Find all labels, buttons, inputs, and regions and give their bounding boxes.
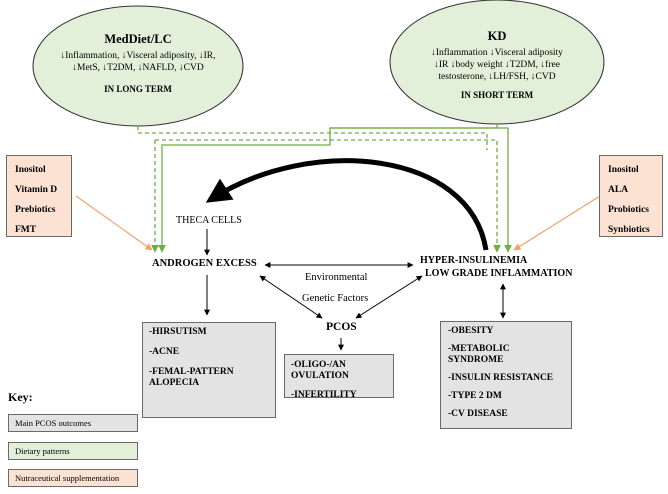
androgen-excess-label: ANDROGEN EXCESS	[152, 258, 257, 269]
nutra-right-item: Synbiotics	[608, 225, 650, 235]
theca-cells-label: THECA CELLS	[176, 215, 242, 226]
pcos-outcomes-list: -OLIGO-/AN OVULATION -INFERTILITY	[291, 360, 393, 401]
meddiet-term: IN LONG TERM	[104, 84, 172, 94]
kd-line-2: ↓IR ↓body weight ↓T2DM, ↓free	[434, 60, 560, 70]
nutraceutical-left-list: Inositol Vitamin D Prebiotics FMT	[15, 160, 71, 240]
outcome-item: -INFERTILITY	[291, 390, 357, 400]
androgen-outcomes-box: -HIRSUTISM -ACNE -FEMAL-PATTERN ALOPECIA	[142, 322, 276, 418]
meddiet-line-2: ↓MetS, ↓T2DM, ↓NAFLD, ↓CVD	[72, 63, 204, 73]
nutraceutical-right-box: Inositol ALA Probiotics Synbiotics	[599, 155, 663, 237]
kd-connectors	[158, 124, 512, 253]
hyperinsulinemia-label: HYPER-INSULINEMIA	[420, 255, 528, 266]
kd-title: KD	[487, 29, 507, 43]
nutra-left-item: Prebiotics	[15, 205, 56, 215]
nutra-left-item: Inositol	[15, 165, 46, 175]
outcome-item: -TYPE 2 DM	[448, 391, 502, 401]
outcome-item: -FEMAL-PATTERN ALOPECIA	[149, 367, 234, 388]
nutra-left-arrow	[75, 195, 153, 251]
pcos-label: PCOS	[326, 321, 357, 333]
nutraceutical-left-box: Inositol Vitamin D Prebiotics FMT	[6, 155, 72, 237]
key-title: Key:	[8, 390, 33, 404]
nutra-right-item: Probiotics	[608, 205, 649, 215]
key-nutraceutical: Nutraceutical supplementation	[8, 469, 138, 487]
nutra-left-item: FMT	[15, 225, 37, 235]
hyperinsulinemia-to-theca-arrow	[205, 158, 489, 251]
key-dietary: Dietary patterns	[8, 442, 138, 460]
meddiet-connectors	[137, 126, 501, 253]
nutra-right-item: ALA	[608, 185, 629, 195]
kd-line-1: ↓Inflammation ↓Visceral adiposity	[431, 48, 563, 58]
meddiet-title: MedDiet/LC	[104, 32, 172, 46]
nutra-right-item: Inositol	[608, 165, 639, 175]
outcome-item: -HIRSUTISM	[149, 327, 207, 337]
outcome-item: -OBESITY	[448, 326, 494, 336]
low-grade-inflammation-label: LOW GRADE INFLAMMATION	[425, 268, 573, 279]
meddiet-text: MedDiet/LC ↓Inflammation, ↓Visceral adip…	[42, 33, 234, 95]
nutra-right-arrow	[513, 195, 601, 251]
outcome-item: -INSULIN RESISTANCE	[448, 373, 554, 383]
nutra-left-item: Vitamin D	[15, 185, 58, 195]
genetic-factors-label: Genetic Factors	[302, 293, 369, 304]
key-outcomes: Main PCOS outcomes	[8, 414, 138, 432]
metabolic-outcomes-box: -OBESITY -METABOLIC SYNDROME -INSULIN RE…	[440, 321, 572, 429]
outcome-item: -CV DISEASE	[448, 409, 508, 419]
kd-term: IN SHORT TERM	[460, 90, 534, 100]
meddiet-line-1: ↓Inflammation, ↓Visceral adiposity, ↓IR,	[60, 51, 216, 61]
kd-text: KD ↓Inflammation ↓Visceral adiposity ↓IR…	[404, 30, 590, 101]
androgen-outcomes-list: -HIRSUTISM -ACNE -FEMAL-PATTERN ALOPECIA	[149, 327, 275, 389]
kd-line-3: testosterone, ↓LH/FSH, ↓CVD	[438, 72, 556, 82]
environmental-label: Environmental	[305, 272, 368, 283]
nutraceutical-right-list: Inositol ALA Probiotics Synbiotics	[608, 160, 662, 240]
outcome-item: -METABOLIC SYNDROME	[448, 344, 510, 365]
outcome-item: -ACNE	[149, 347, 180, 357]
pcos-outcomes-box: -OLIGO-/AN OVULATION -INFERTILITY	[284, 354, 394, 401]
outcome-item: -OLIGO-/AN OVULATION	[291, 360, 349, 381]
black-arrows	[204, 229, 506, 351]
metabolic-outcomes-list: -OBESITY -METABOLIC SYNDROME -INSULIN RE…	[448, 326, 571, 420]
